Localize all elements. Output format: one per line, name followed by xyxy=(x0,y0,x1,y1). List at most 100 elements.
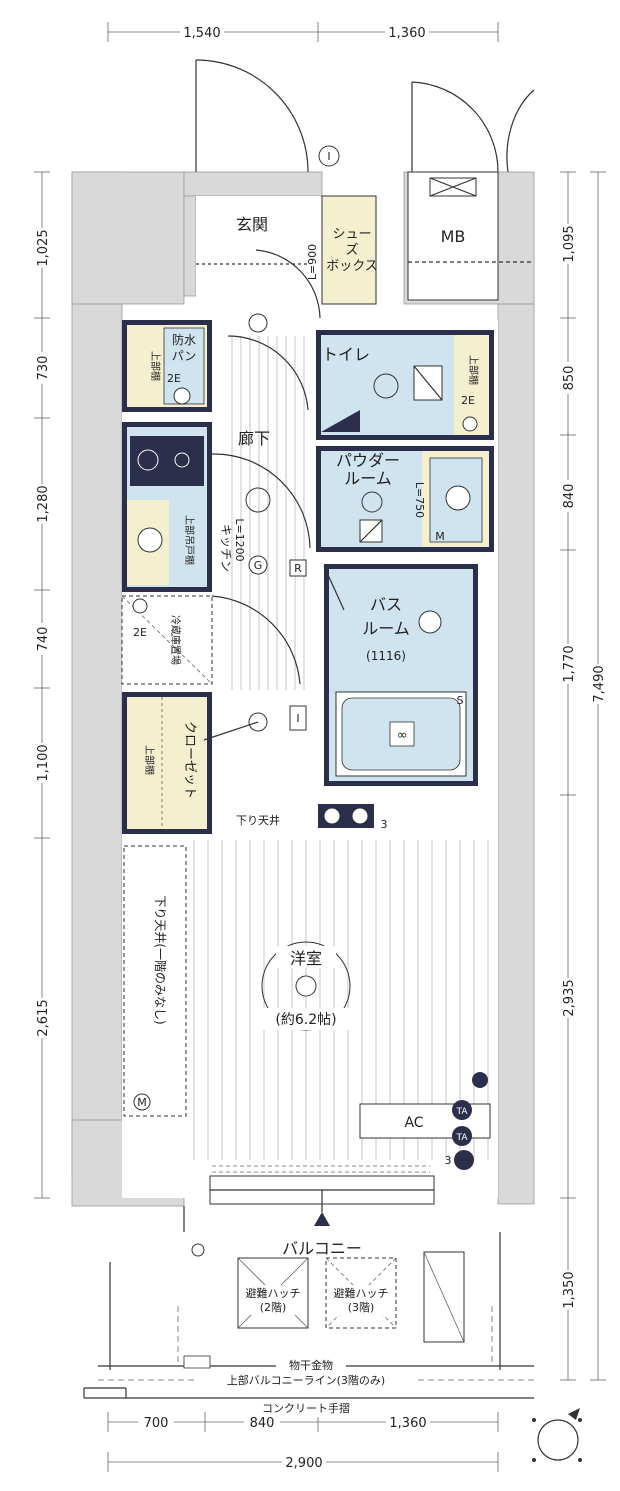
hatch-3f-label-2: (3階) xyxy=(348,1300,375,1314)
sink-icon xyxy=(137,527,163,553)
svg-text:I: I xyxy=(327,150,330,163)
hatch-2f-label-2: (2階) xyxy=(260,1300,287,1314)
toilet-label: トイレ xyxy=(322,345,370,364)
ta-outlet-1: TA xyxy=(456,1107,469,1117)
fridge-2e: 2E xyxy=(133,626,147,639)
powder-note: L=750 xyxy=(413,482,426,518)
bath-size: (1116) xyxy=(366,649,406,663)
shoe-box-label-2: ズ xyxy=(345,242,358,258)
entry-arrow-icon xyxy=(314,1212,330,1226)
stove-icon xyxy=(130,436,204,486)
bath-room: ∞ S バス ルーム (1116) xyxy=(323,564,478,786)
hatch-3f-label-1: 避難ハッチ xyxy=(334,1286,389,1300)
balcony-label: バルコニー xyxy=(282,1239,362,1258)
left-column: 防水 パン 2E 上部棚 上部吊戸棚 キッチン L=1200 G R 2E 冷蔵… xyxy=(121,320,307,834)
lowered-ceiling-area: 下り天井 3 xyxy=(236,804,388,831)
bath-label-1: バス xyxy=(370,595,402,614)
info-panel-icon: I xyxy=(289,705,307,731)
gas-outlet-icon: G xyxy=(248,555,268,575)
kitchen-label: キッチン xyxy=(219,524,233,572)
dim-bottom-2: 840 xyxy=(250,1416,275,1431)
sash-window xyxy=(209,1165,435,1226)
dim-right-1: 1,095 xyxy=(562,225,577,262)
powder-room-label-2: ルーム xyxy=(344,469,392,488)
dim-left-3: 1,280 xyxy=(36,485,51,522)
dim-top-1: 1,540 xyxy=(183,26,220,41)
dim-left-6: 2,615 xyxy=(36,999,51,1036)
powder-room: パウダー ルーム L=750 M xyxy=(316,446,494,552)
powder-m: M xyxy=(435,530,445,543)
handrail-label: コンクリート手摺 xyxy=(262,1401,350,1415)
equipment-3: 3 xyxy=(381,818,388,831)
switch-icon xyxy=(248,313,268,333)
lowered-ceiling-label: 下り天井 xyxy=(236,813,280,827)
dim-top-2: 1,360 xyxy=(388,26,425,41)
laundry-hardware-label: 物干金物 xyxy=(289,1358,333,1372)
svg-text:R: R xyxy=(294,562,302,575)
lowered-ceiling-side-label: 下り天井(一階のみなし) xyxy=(153,895,168,1024)
dim-right-5: 2,935 xyxy=(562,979,577,1016)
kitchen-note: L=1200 xyxy=(233,518,246,561)
closet-label: クローゼット xyxy=(182,721,197,799)
ta-outlet-2: TA xyxy=(456,1133,469,1143)
shoe-box xyxy=(321,195,377,305)
mb-label: MB xyxy=(441,227,466,246)
western-room: 下り天井(一階のみなし) M 洋室 (約6.2帖) AC TA TA 3 xyxy=(123,845,491,1170)
hallway-label: 廊下 xyxy=(238,429,270,448)
toilet-light-icon xyxy=(373,373,399,399)
shoe-box-label-3: ボックス xyxy=(326,259,378,274)
closet xyxy=(127,697,207,829)
dim-left-4: 740 xyxy=(36,627,51,652)
powder-room-label-1: パウダー xyxy=(336,451,400,470)
outlet-icon xyxy=(173,387,191,405)
dim-right-total: 7,490 xyxy=(592,665,607,702)
dim-right-group: 1,095 850 840 1,770 2,935 1,350 7,490 xyxy=(559,224,607,1310)
hatch-2f-label-1: 避難ハッチ xyxy=(246,1286,301,1300)
ac-label: AC xyxy=(404,1115,423,1131)
entrance-label: 玄関 xyxy=(236,215,268,234)
waterproof-pan-label-2: パン xyxy=(172,349,197,363)
basin-icon xyxy=(445,485,471,511)
dim-left-5: 1,100 xyxy=(36,744,51,781)
toilet-upper-shelf: 上部棚 xyxy=(467,355,480,385)
dim-right-6: 1,350 xyxy=(562,1271,577,1308)
closet-upper-label: 上部棚 xyxy=(143,745,156,775)
upper-shelf-label-2: 上部吊戸棚 xyxy=(183,515,196,565)
svg-text:G: G xyxy=(254,559,263,572)
fridge-label: 冷蔵庫置場 xyxy=(169,615,182,665)
waterproof-pan-2e: 2E xyxy=(167,372,181,385)
western-room-size: (約6.2帖) xyxy=(275,1012,336,1028)
hallway: 廊下 I xyxy=(203,335,311,741)
dim-right-4: 1,770 xyxy=(562,645,577,682)
shoe-box-label-1: シュー xyxy=(332,227,371,242)
room-m: M xyxy=(137,1096,147,1109)
dim-bottom-1: 700 xyxy=(144,1416,169,1431)
svg-text:∞: ∞ xyxy=(397,728,408,743)
svg-text:I: I xyxy=(296,712,299,725)
toilet-2e: 2E xyxy=(461,394,475,407)
dim-bottom-total: 2,900 xyxy=(285,1456,322,1471)
dimension-labels: 1,540 1,360 1,025 730 1,280 740 1,100 2,… xyxy=(33,23,607,1471)
shoe-box-note: L=900 xyxy=(306,244,319,280)
dim-bottom-3: 1,360 xyxy=(389,1416,426,1431)
upper-shelf-label-1: 上部棚 xyxy=(149,351,162,381)
balcony: バルコニー 避難ハッチ (2階) 避難ハッチ (3階) 物干金物 上部バルコニー… xyxy=(83,1206,534,1417)
range-hood-icon: R xyxy=(289,559,307,577)
dim-left-group: 1,025 730 1,280 740 1,100 2,615 xyxy=(33,228,51,1038)
toilet-room: トイレ 上部棚 2E xyxy=(316,330,494,440)
intercom-icon: I xyxy=(318,145,340,167)
bath-s: S xyxy=(457,694,464,707)
outlet-3: 3 xyxy=(445,1154,452,1167)
dim-right-3: 840 xyxy=(562,484,577,509)
room-light-icon xyxy=(295,975,317,997)
compass-icon xyxy=(532,1408,582,1462)
shower-icon xyxy=(418,610,442,634)
entrance-floor xyxy=(196,196,320,306)
entrance-area: シュー ズ ボックス L=900 玄関 MB I xyxy=(195,59,535,333)
ceiling-light-icon xyxy=(245,487,271,513)
upper-balcony-label: 上部バルコニーライン(3階のみ) xyxy=(227,1373,385,1387)
dim-right-2: 850 xyxy=(562,366,577,391)
dim-left-2: 730 xyxy=(36,356,51,381)
walls xyxy=(71,171,535,1207)
